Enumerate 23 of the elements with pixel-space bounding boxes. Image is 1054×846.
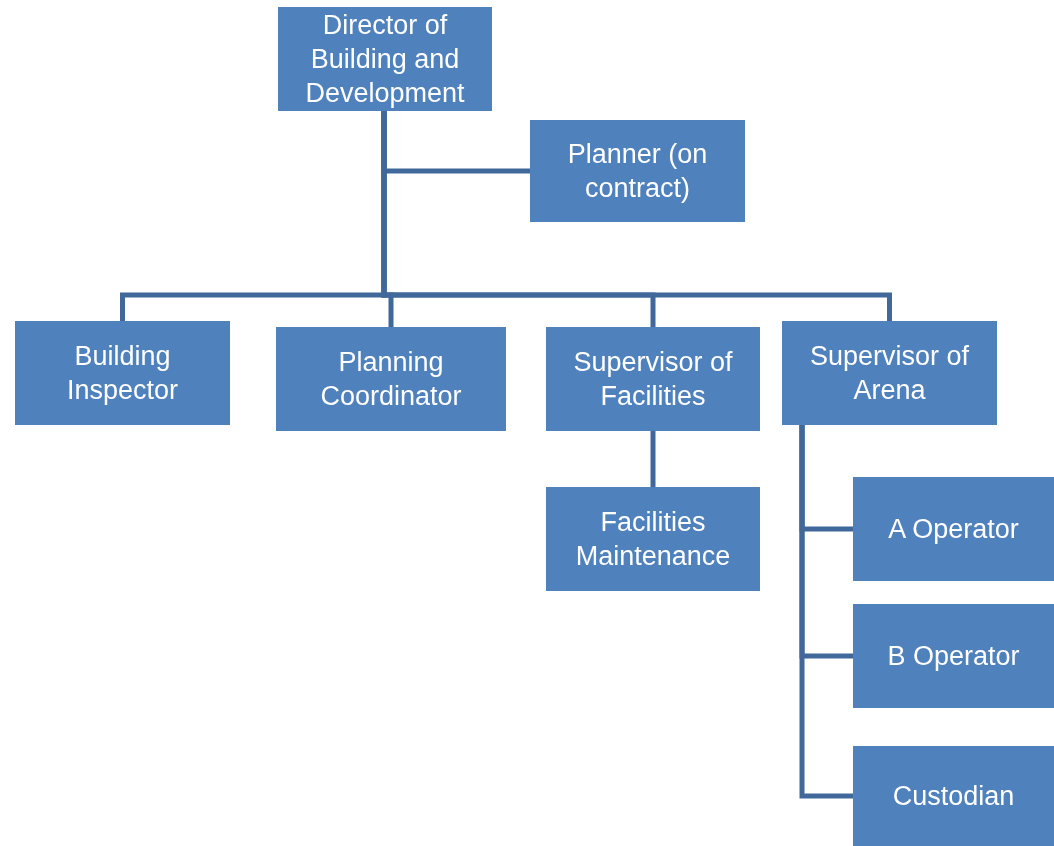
role-title: Custodian — [892, 780, 1015, 813]
role-title: Planner (on contract) — [566, 138, 709, 205]
role-title: Supervisor of Arena — [808, 340, 971, 407]
role-title: Supervisor of Facilities — [572, 346, 734, 413]
org-box — [530, 120, 745, 222]
connector-line — [650, 431, 656, 487]
role-title: Facilities Maintenance — [574, 506, 732, 573]
connector-line — [381, 111, 892, 321]
org-box — [853, 604, 1054, 708]
org-box — [853, 746, 1054, 846]
role-title: Director of Building and Development — [304, 9, 466, 110]
org-box — [853, 477, 1054, 581]
org-box — [782, 321, 997, 425]
connector-line — [799, 425, 853, 799]
role-title: B Operator — [887, 640, 1020, 673]
role-title: Planning Coordinator — [319, 346, 463, 413]
role-title: A Operator — [888, 513, 1019, 546]
org-box — [546, 327, 760, 431]
org-box — [276, 327, 506, 431]
org-box — [278, 7, 492, 111]
org-box — [546, 487, 760, 591]
org-box — [15, 321, 230, 425]
role-title: Building Inspector — [65, 340, 180, 407]
